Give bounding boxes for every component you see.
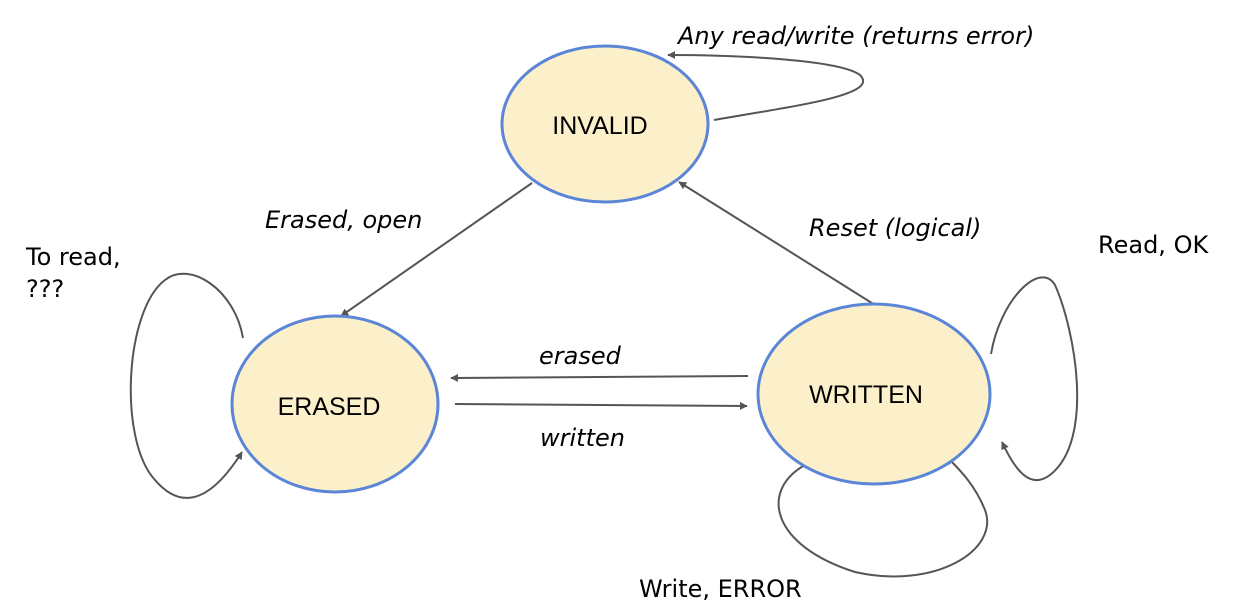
edge-written-to-invalid (678, 181, 876, 306)
edge-invalid-to-erased (340, 182, 533, 317)
label-erased-to-written: written (540, 424, 625, 452)
edge-erased-to-written (454, 401, 748, 410)
state-erased-label: ERASED (278, 393, 381, 421)
edge-invalid-self-loop (667, 51, 864, 121)
edge-written-self-loop-read (990, 276, 1079, 482)
state-erased (230, 314, 440, 494)
state-invalid (500, 44, 710, 204)
label-erased-self-line1: To read, (25, 243, 121, 271)
state-written-label: WRITTEN (809, 381, 923, 409)
label-written-self-write: Write, ERROR (639, 575, 802, 603)
state-written (756, 302, 992, 486)
label-written-self-read: Read, OK (1098, 231, 1209, 259)
label-written-to-invalid: Reset (logical) (809, 214, 981, 242)
label-erased-self-line2: ??? (26, 275, 64, 303)
edge-written-to-erased (450, 373, 749, 382)
label-invalid-to-erased: Erased, open (265, 206, 422, 234)
state-invalid-label: INVALID (552, 112, 647, 140)
label-invalid-self: Any read/write (returns error) (676, 22, 1034, 50)
label-written-to-erased: erased (539, 342, 622, 370)
edge-erased-self-loop (129, 272, 244, 499)
edge-written-self-loop-write (777, 456, 988, 578)
